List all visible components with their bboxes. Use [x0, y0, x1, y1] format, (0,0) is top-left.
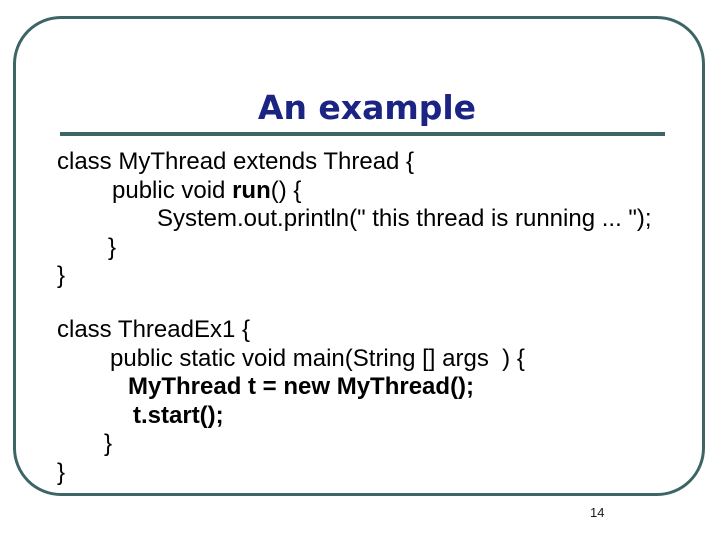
code-segment: public void [112, 176, 233, 204]
code-segment-bold: t.start(); [133, 401, 224, 429]
title-underline-rule [60, 132, 665, 136]
code-line: public void run() { [112, 177, 652, 206]
code-segment: } [57, 262, 66, 290]
code-segment: () { [270, 176, 302, 204]
page-title: An example [257, 88, 477, 127]
code-line: } [57, 459, 525, 488]
code-segment: class MyThread extends Thread { [57, 148, 415, 175]
code-line: System.out.println(" this thread is runn… [157, 205, 652, 234]
code-line: } [104, 430, 525, 459]
code-segment: } [108, 233, 117, 261]
code-block-threadex1: class ThreadEx1 {public static void main… [57, 316, 525, 488]
code-line: class MyThread extends Thread { [57, 148, 652, 177]
code-block-mythread: class MyThread extends Thread {public vo… [57, 148, 652, 291]
code-line: MyThread t = new MyThread(); [128, 373, 525, 402]
page-number: 14 [590, 505, 605, 520]
code-segment: class ThreadEx1 { [57, 316, 250, 343]
code-line: } [108, 234, 652, 263]
code-line: public static void main(String [] args )… [110, 345, 525, 374]
slide-border-frame [13, 16, 705, 496]
code-segment: public static void main(String [] args )… [110, 344, 525, 372]
code-line: } [57, 262, 652, 291]
code-segment-bold: MyThread t = new MyThread(); [128, 373, 475, 401]
code-segment: System.out.println(" this thread is runn… [157, 205, 652, 233]
code-segment-bold: run [232, 176, 271, 204]
code-segment: } [104, 430, 113, 458]
code-line: t.start(); [133, 402, 525, 431]
code-line: class ThreadEx1 { [57, 316, 525, 345]
code-segment: } [57, 458, 66, 486]
